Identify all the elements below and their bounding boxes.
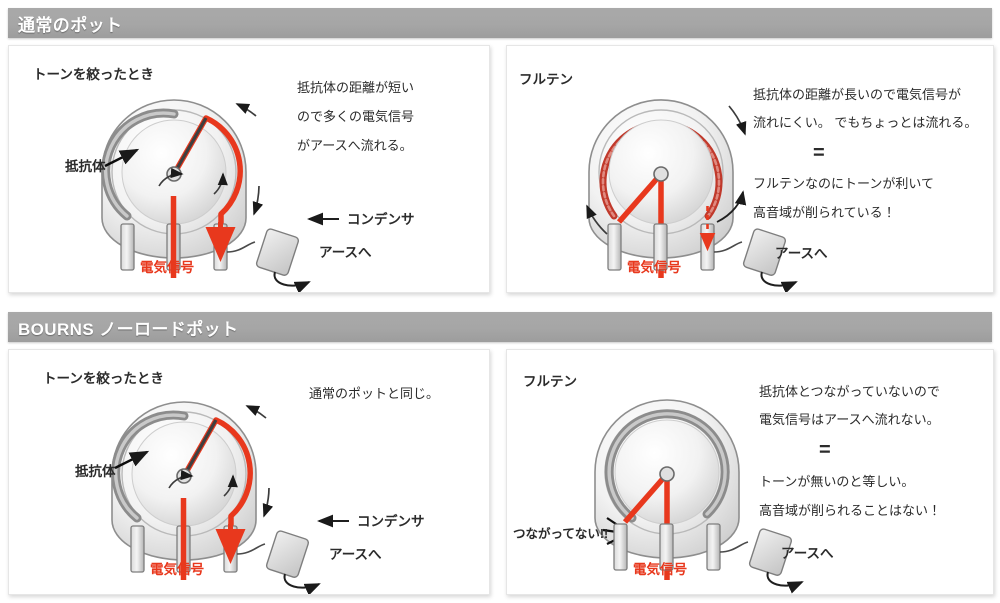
ground-label: アースへ (781, 546, 834, 561)
ground-wire (273, 271, 311, 292)
ground-label: アースへ (319, 245, 372, 260)
state-label: フルテン (523, 374, 577, 389)
signal-label: 電気信号 (140, 259, 194, 275)
svg-text:抵抗体とつながっていないので: 抵抗体とつながっていないので (759, 384, 940, 399)
wiper-arm (182, 419, 218, 477)
ground-wire (766, 571, 804, 594)
ground-label: アースへ (329, 547, 382, 562)
panel-normal-pot-tone-rolled: トーンを絞ったとき 抵抗体 コンデンサ アースへ 電気信号 抵抗体の距離が短い … (8, 45, 490, 293)
description-text: 通常のポットと同じ。 (309, 386, 439, 401)
svg-text:トーンが無いのと等しい。: トーンが無いのと等しい。 (759, 474, 914, 489)
pot-illustration (594, 399, 804, 594)
capacitor-label: コンデンサ (347, 211, 415, 227)
panel-noload-pot-tone-rolled: トーンを絞ったとき 抵抗体 コンデンサ アースへ 電気信号 通常のポットと同じ。 (8, 349, 490, 595)
panel-normal-pot-full-ten: フルテン アースへ 電気信号 抵抗体の距離が長いので電気信号が 流れにくい。 で… (506, 45, 994, 293)
signal-path-red (171, 115, 243, 251)
svg-text:がアースへ流れる。: がアースへ流れる。 (297, 138, 413, 153)
panel-noload-pot-full-ten: フルテン つながってない!! アースへ 電気信号 抵抗体とつながっていないので … (506, 349, 994, 595)
part-label: 抵抗体 (75, 463, 116, 479)
disconnect-note: つながってない!! (513, 526, 608, 541)
svg-text:電気信号はアースへ流れない。: 電気信号はアースへ流れない。 (759, 412, 940, 427)
capacitor-label: コンデンサ (357, 513, 425, 529)
wiper-arm (172, 117, 208, 175)
svg-text:流れにくい。 でもちょっとは流れる。: 流れにくい。 でもちょっとは流れる。 (753, 115, 977, 130)
section-header-bourns-noload-pot: BOURNS ノーロードポット (8, 312, 992, 342)
resistive-track-pointer (104, 148, 140, 168)
svg-text:抵抗体の距離が長いので電気信号が: 抵抗体の距離が長いので電気信号が (753, 87, 961, 102)
ground-label: アースへ (775, 246, 828, 261)
svg-text:フルテンなのにトーンが利いて: フルテンなのにトーンが利いて (753, 176, 934, 191)
conclusion-text: フルテンなのにトーンが利いて 高音域が削られている！ (753, 176, 934, 220)
capacitor-body (742, 228, 787, 276)
capacitor-body (748, 528, 793, 576)
description-text: 抵抗体とつながっていないので 電気信号はアースへ流れない。 (759, 384, 940, 427)
signal-path-red (181, 417, 253, 553)
signal-label: 電気信号 (633, 561, 687, 577)
svg-text:高音域が削られることはない！: 高音域が削られることはない！ (759, 503, 941, 518)
pot-illustration (111, 401, 321, 594)
pot-illustration (586, 99, 798, 292)
signal-label: 電気信号 (150, 561, 204, 577)
pot-illustration (101, 99, 311, 292)
ground-wire (760, 271, 798, 292)
ground-wire (283, 573, 321, 594)
wiper-arm (616, 172, 664, 224)
svg-text:通常のポットと同じ。: 通常のポットと同じ。 (309, 386, 439, 401)
section-title-normal-pot: 通常のポット (18, 15, 123, 35)
part-label: 抵抗体 (65, 158, 106, 174)
svg-text:ので多くの電気信号: ので多くの電気信号 (297, 109, 414, 124)
description-text: 抵抗体の距離が短い ので多くの電気信号 がアースへ流れる。 (297, 80, 414, 153)
capacitor-body (265, 530, 310, 578)
resistive-track-pointer (114, 450, 150, 470)
signal-label: 電気信号 (627, 259, 681, 275)
equals-mark: = (813, 142, 824, 164)
capacitor-body (255, 228, 300, 276)
svg-text:高音域が削られている！: 高音域が削られている！ (753, 205, 896, 220)
state-label: フルテン (519, 72, 573, 87)
section-title-bourns-noload-pot: BOURNS ノーロードポット (18, 319, 239, 339)
conclusion-text: トーンが無いのと等しい。 高音域が削られることはない！ (759, 474, 941, 518)
wiper-arm (622, 472, 670, 524)
equals-mark: = (819, 439, 830, 461)
section-header-normal-pot: 通常のポット (8, 8, 992, 38)
description-text: 抵抗体の距離が長いので電気信号が 流れにくい。 でもちょっとは流れる。 (753, 87, 977, 130)
state-label: トーンを絞ったとき (33, 66, 154, 82)
state-label: トーンを絞ったとき (43, 370, 164, 386)
svg-text:抵抗体の距離が短い: 抵抗体の距離が短い (297, 80, 414, 95)
